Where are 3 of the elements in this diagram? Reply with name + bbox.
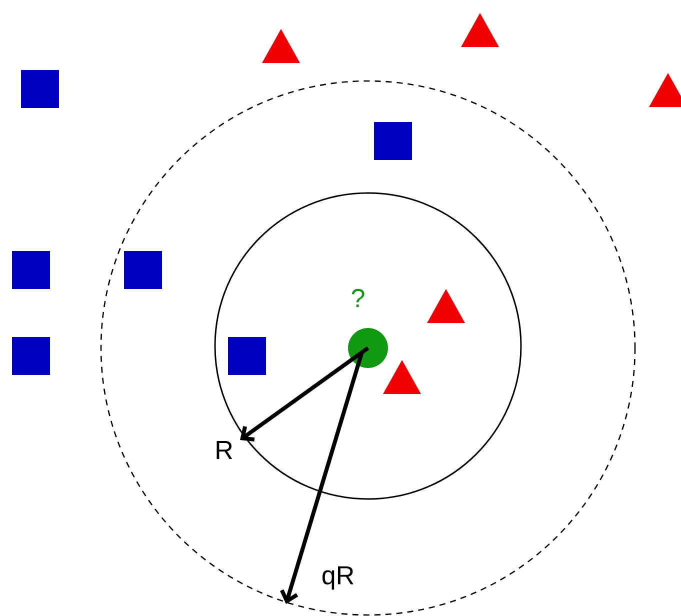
question-mark: ?	[352, 288, 364, 308]
radius-label: qR	[322, 566, 354, 590]
radius-label: R	[216, 441, 232, 459]
